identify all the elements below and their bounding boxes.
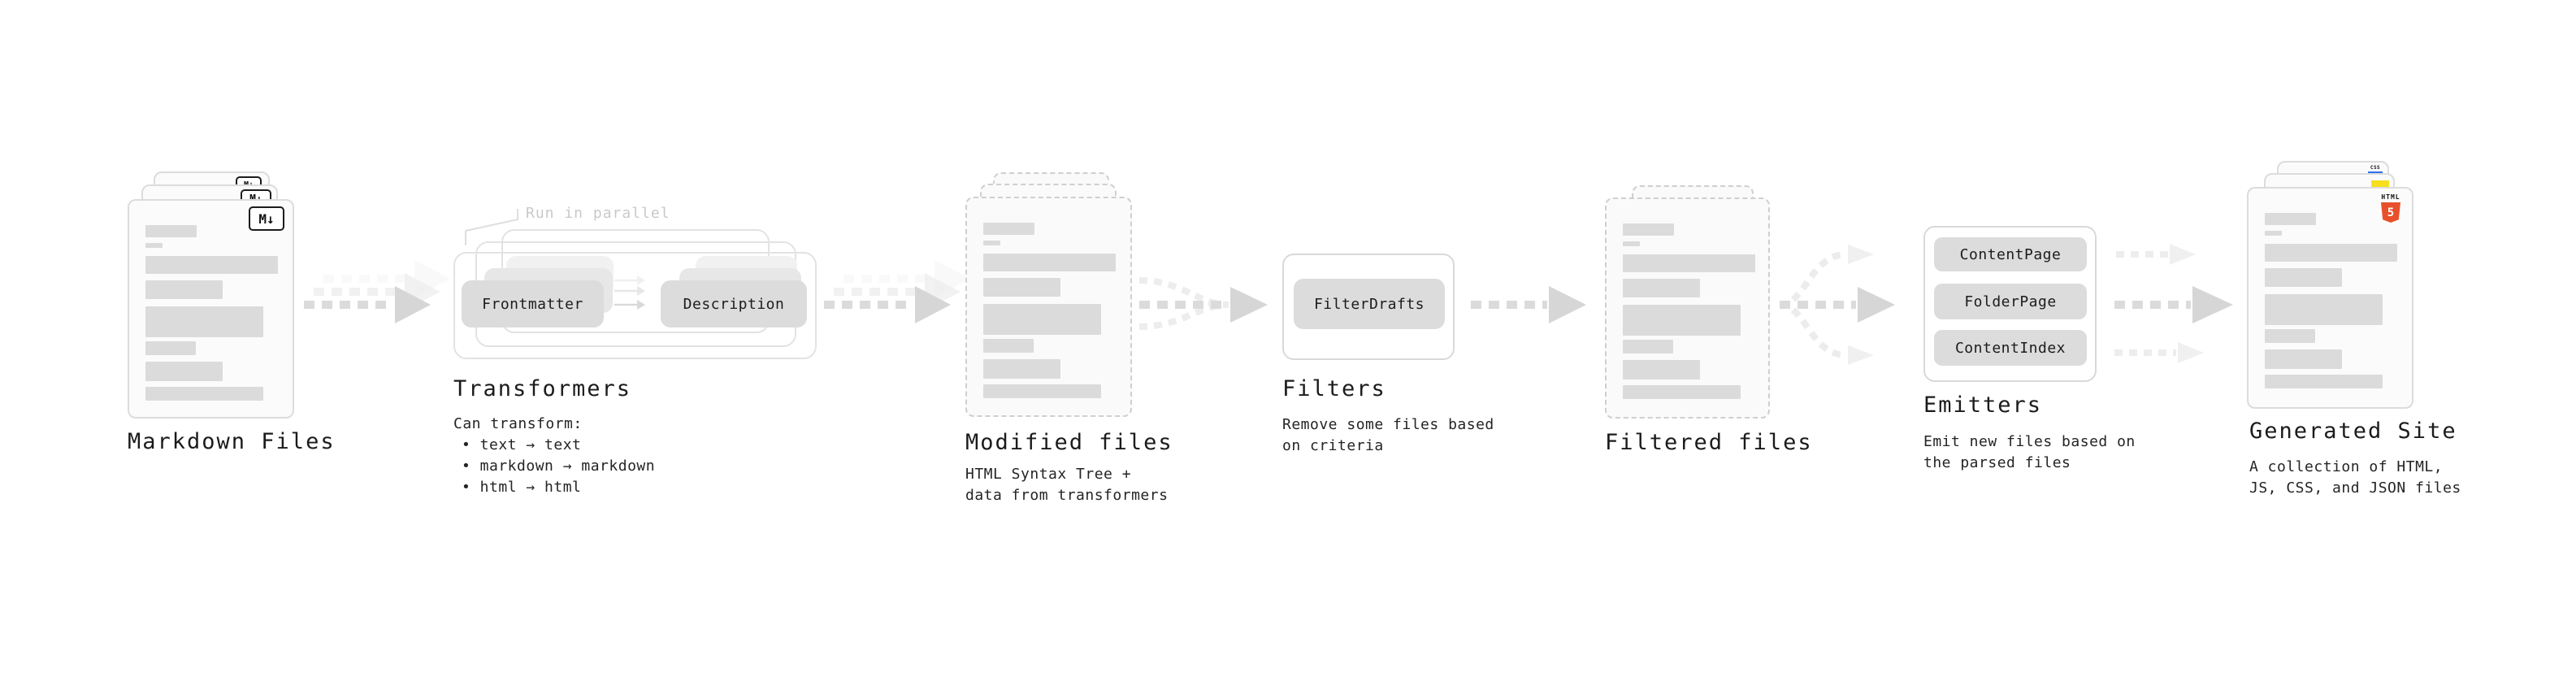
stage-label-transformers: Transformers <box>453 376 632 401</box>
text-line-placeholder <box>983 278 1060 297</box>
generated-file-card-front: HTML 5 <box>2247 187 2413 409</box>
text-line-placeholder <box>145 280 223 299</box>
filtered-file-card-front <box>1605 197 1770 419</box>
desc-line: on criteria <box>1282 437 1384 454</box>
transformer-run-box-front <box>453 252 817 359</box>
desc-line: data from transformers <box>965 487 1169 504</box>
text-line-placeholder <box>1623 241 1640 246</box>
text-line-placeholder <box>983 384 1101 398</box>
dashed-arrow-icon <box>1471 286 1586 323</box>
stage-label-emitters: Emitters <box>1923 393 2043 418</box>
desc-bullet: • html → html <box>462 479 582 496</box>
stage-label-generated-site: Generated Site <box>2249 419 2457 444</box>
desc-line: the parsed files <box>1923 454 2071 471</box>
text-line-placeholder <box>145 256 278 274</box>
description-node: Description <box>661 280 807 327</box>
modified-description: HTML Syntax Tree + data from transformer… <box>965 464 1168 506</box>
text-line-placeholder <box>1623 385 1741 399</box>
dashed-arrow-icon <box>824 260 970 323</box>
css-icon: CSS <box>2368 166 2383 174</box>
text-line-placeholder <box>2265 349 2342 369</box>
stage-label-filtered-files: Filtered files <box>1605 430 1813 455</box>
markdown-icon: M↓ <box>249 206 284 231</box>
contentindex-node: ContentIndex <box>1934 330 2087 366</box>
text-line-placeholder <box>2265 329 2315 343</box>
text-line-placeholder <box>145 341 196 355</box>
desc-line: JS, CSS, and JSON files <box>2249 479 2461 497</box>
stage-label-filters: Filters <box>1282 376 1386 401</box>
text-line-placeholder <box>983 223 1034 235</box>
desc-line: Remove some files based <box>1282 416 1494 433</box>
js-icon <box>2371 180 2389 188</box>
desc-line: A collection of HTML, <box>2249 458 2444 475</box>
css-label: CSS <box>2370 165 2381 171</box>
text-line-placeholder <box>2265 268 2342 287</box>
markdown-file-card-front: M↓ <box>128 199 294 419</box>
text-line-placeholder <box>1623 305 1741 336</box>
text-line-placeholder <box>2265 375 2383 388</box>
transformers-description: Can transform: • text → text • markdown … <box>453 414 655 498</box>
text-line-placeholder <box>2265 294 2383 325</box>
text-line-placeholder <box>983 254 1116 271</box>
text-line-placeholder <box>1623 340 1673 354</box>
stage-label-markdown-files: Markdown Files <box>128 429 336 454</box>
text-line-placeholder <box>145 225 197 237</box>
text-line-placeholder <box>983 359 1060 379</box>
desc-line: Emit new files based on <box>1923 433 2136 450</box>
text-line-placeholder <box>983 304 1101 335</box>
dashed-arrow-icon <box>304 260 450 323</box>
parallel-arrows-icon <box>614 275 645 310</box>
text-line-placeholder <box>145 243 163 248</box>
diverging-dashed-arrow-icon <box>1779 245 1895 365</box>
html5-number: 5 <box>2387 206 2395 219</box>
text-line-placeholder <box>1623 254 1755 272</box>
folderpage-node: FolderPage <box>1934 284 2087 319</box>
text-line-placeholder <box>2265 213 2316 225</box>
desc-line: HTML Syntax Tree + <box>965 466 1132 483</box>
emitters-description: Emit new files based on the parsed files <box>1923 432 2136 474</box>
html5-shield: 5 <box>2381 202 2400 223</box>
stage-label-modified-files: Modified files <box>965 430 1173 455</box>
run-in-parallel-annotation: Run in parallel <box>526 205 670 222</box>
converging-dashed-arrow-icon <box>1138 277 1268 330</box>
frontmatter-node: Frontmatter <box>462 280 604 327</box>
text-line-placeholder <box>2265 231 2282 236</box>
desc-bullet: • text → text <box>462 436 582 453</box>
text-line-placeholder <box>145 387 263 401</box>
annotation-leader-line <box>465 209 518 245</box>
desc-line: Can transform: <box>453 415 583 432</box>
css-underline <box>2368 171 2383 174</box>
html5-label: HTML <box>2381 193 2400 201</box>
text-line-placeholder <box>983 241 1000 245</box>
text-line-placeholder <box>145 362 223 381</box>
text-line-placeholder <box>1623 279 1700 297</box>
desc-bullet: • markdown → markdown <box>462 458 656 475</box>
modified-file-card-front <box>965 197 1132 417</box>
text-line-placeholder <box>2265 244 2397 262</box>
parallel-dashed-arrows-icon <box>2114 244 2233 363</box>
filterdrafts-node: FilterDrafts <box>1294 279 1445 329</box>
filters-description: Remove some files based on criteria <box>1282 414 1494 457</box>
generated-description: A collection of HTML, JS, CSS, and JSON … <box>2249 457 2461 499</box>
html5-icon: HTML 5 <box>2379 193 2402 223</box>
contentpage-node: ContentPage <box>1934 237 2087 271</box>
text-line-placeholder <box>983 339 1034 353</box>
text-line-placeholder <box>1623 223 1674 236</box>
text-line-placeholder <box>1623 360 1700 380</box>
text-line-placeholder <box>145 306 263 337</box>
